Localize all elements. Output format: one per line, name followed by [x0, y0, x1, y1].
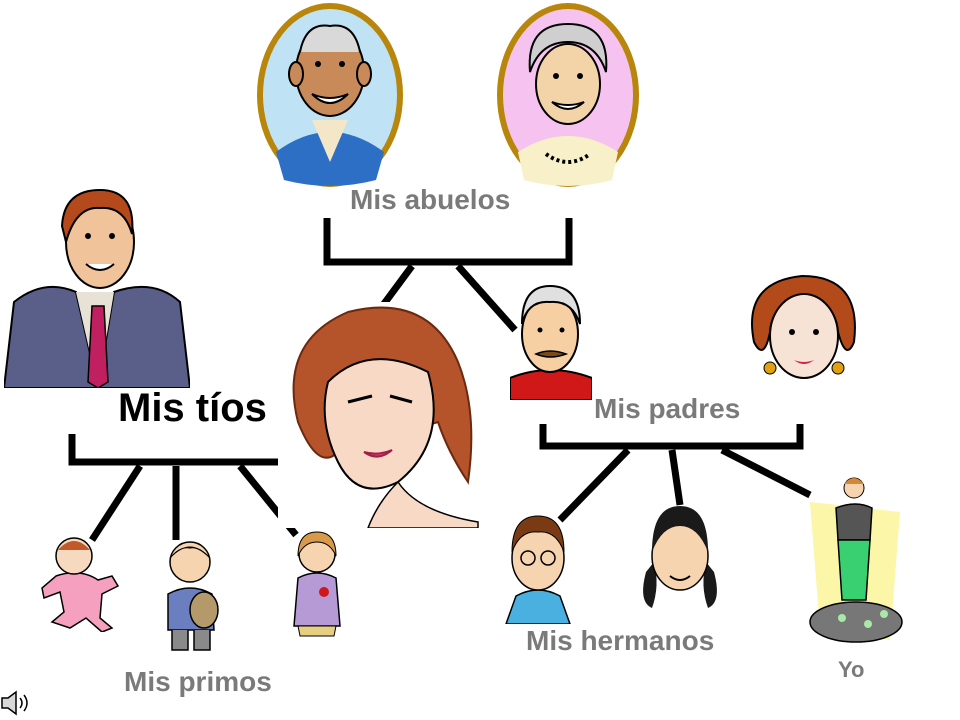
grandparents-bracket [323, 218, 573, 266]
branch-cousin-1 [89, 464, 143, 542]
sibling-girl-portrait [643, 506, 717, 608]
grandmother-portrait [497, 3, 639, 187]
parents-label: Mis padres [594, 393, 741, 424]
me-label: Yo [838, 657, 865, 682]
sibling-boy-portrait [505, 515, 571, 624]
cousin-girl-portrait [293, 531, 341, 637]
father-portrait [510, 284, 592, 400]
cousin-baby-portrait [41, 537, 120, 632]
uncles-label: Mis tíos [118, 386, 267, 430]
speaker-icon[interactable] [0, 690, 32, 716]
grandparents-label: Mis abuelos [350, 184, 511, 215]
grandfather-portrait [257, 3, 403, 187]
me-portrait [809, 477, 903, 643]
branch-sibling-2 [668, 449, 684, 506]
cousin-boy-portrait [167, 541, 219, 651]
cousins-label: Mis primos [124, 666, 272, 697]
branch-sibling-1 [557, 447, 631, 523]
aunt-portrait [278, 302, 480, 528]
siblings-label: Mis hermanos [526, 625, 715, 656]
branch-to-father [455, 263, 518, 333]
uncle-portrait [4, 188, 190, 388]
mother-portrait [751, 274, 856, 379]
parents-bracket [539, 424, 804, 450]
branch-me [720, 446, 812, 499]
